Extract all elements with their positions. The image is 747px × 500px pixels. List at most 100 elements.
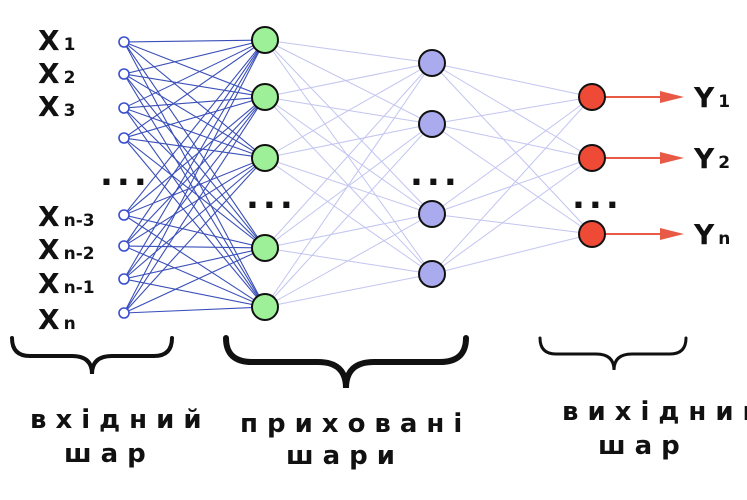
edge-input-hidden1 [123,278,266,308]
edge-hidden1-hidden2 [264,39,433,215]
edge-hidden2-output [431,62,593,98]
input-node [118,132,130,144]
edge-input-hidden1 [123,96,266,314]
edges-layer [123,39,593,314]
input-label-sub: n-1 [64,278,95,298]
edge-input-hidden1 [123,39,266,75]
input-label-main: X [38,24,60,57]
input-node [118,102,130,114]
output-label-main: Y [693,81,715,114]
input-brace [10,336,174,375]
edge-hidden1-hidden2 [264,39,433,64]
hidden2-node [418,110,446,138]
edge-hidden1-hidden2 [264,273,433,308]
input-caption-line2: шар [64,439,155,469]
output-node [578,83,606,111]
hidden2-ellipsis: ... [410,154,461,194]
edge-hidden2-output [431,62,593,235]
edge-input-hidden1 [123,41,266,249]
input-node [118,36,130,48]
hidden1-node [251,234,279,262]
hidden-brace [223,335,469,389]
input-node [118,209,130,221]
edge-input-hidden1 [123,245,266,249]
edge-input-hidden1 [123,39,266,216]
output-brace [538,336,688,371]
edge-input-hidden1 [123,73,266,98]
output-label-main: Y [693,218,715,251]
edge-hidden2-output [431,96,593,125]
edge-input-hidden1 [123,73,266,159]
input-ellipsis: ... [100,154,151,194]
input-node [118,307,130,319]
edge-input-hidden1 [123,137,266,249]
input-caption-line1: вхідний [30,405,211,435]
edge-hidden2-output [431,96,593,215]
edge-hidden2-output [431,123,593,235]
output-arrow-head [660,152,684,164]
hidden1-node [251,26,279,54]
hidden-caption-line1: приховані [240,409,471,439]
edge-input-hidden1 [123,247,266,314]
hidden1-node [251,83,279,111]
edge-input-hidden1 [123,73,266,308]
edge-input-hidden1 [123,39,266,314]
edge-hidden1-hidden2 [264,213,433,308]
edge-input-hidden1 [123,306,266,314]
output-arrow-head [660,228,684,240]
edge-input-hidden1 [123,39,266,43]
hidden2-node [418,200,446,228]
hidden2-node [418,49,446,77]
edge-input-hidden1 [123,214,266,308]
edge-input-hidden1 [123,107,266,308]
hidden1-ellipsis: ... [246,177,297,217]
input-node [118,240,130,252]
input-label-main: X [38,233,60,266]
input-label-sub: n-3 [64,211,95,231]
edge-input-hidden1 [123,157,266,247]
edge-input-hidden1 [123,39,266,139]
edge-input-hidden1 [123,39,266,247]
input-label-main: X [38,200,60,233]
edge-input-hidden1 [123,137,266,308]
edge-hidden1-hidden2 [264,62,433,98]
edge-hidden2-output [431,213,593,235]
input-label-sub: n-2 [64,244,95,264]
hidden1-node [251,144,279,172]
edge-hidden2-output [431,96,593,275]
input-label-sub: 1 [64,35,76,55]
edge-input-hidden1 [123,157,266,314]
input-label-main: X [38,90,60,123]
edge-hidden2-output [431,157,593,275]
edge-hidden1-hidden2 [264,213,433,249]
edge-input-hidden1 [123,137,266,159]
input-label-main: X [38,57,60,90]
input-node [118,68,130,80]
input-label-sub: 2 [64,68,76,88]
input-label-sub: 3 [64,101,76,121]
edge-input-hidden1 [123,41,266,159]
output-ellipsis: ... [572,177,623,217]
output-node [578,144,606,172]
edge-hidden1-hidden2 [264,62,433,159]
edge-input-hidden1 [123,245,266,308]
edge-input-hidden1 [123,96,266,216]
edge-input-hidden1 [123,157,266,280]
edge-input-hidden1 [123,96,266,139]
output-label-main: Y [693,142,715,175]
edge-hidden1-hidden2 [264,62,433,249]
output-label-sub: 1 [718,92,730,112]
hidden-caption-line2: шари [286,441,404,471]
output-caption-line1: вихідний [562,397,747,427]
nodes-layer [118,26,606,321]
